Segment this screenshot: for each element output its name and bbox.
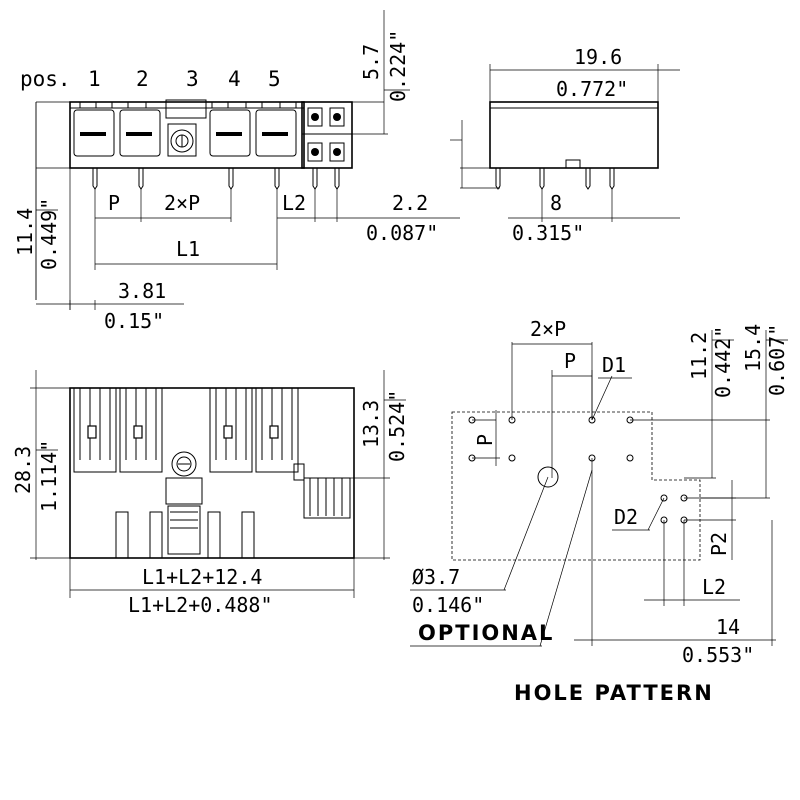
dim-l1-l2-12-4: L1+L2+12.4 [142,565,262,589]
bottom-view: 28.3 1.114" 13.3 0.524" L1+L2+12.4 L1+L2… [11,370,409,617]
front-housing [69,101,305,169]
dim-1-114: 1.114" [37,440,61,512]
pos-label: pos. [20,67,71,91]
hp-dim-p-vertical: P [473,434,497,446]
hp-phi-3-7: Ø3.7 [412,565,460,589]
hp-dim-p: P [564,349,576,373]
position-5: 5 [268,67,281,91]
dim-19-6: 19.6 [574,45,622,69]
front-pins [92,168,340,190]
dim-0-315: 0.315" [512,221,584,245]
hp-dim-11-2: 11.2 [687,332,711,380]
position-2: 2 [136,67,149,91]
hole-pattern-outline [451,411,701,561]
hole-pattern-title: HOLE PATTERN [514,681,714,705]
hp-dim-0-553: 0.553" [682,643,754,667]
dim-0-15: 0.15" [104,309,164,333]
hp-dim-15-4: 15.4 [741,324,765,372]
side-view: 19.6 0.772" 8 0.315" [450,45,680,245]
dim-0-524: 0.524" [385,390,409,462]
terminal-blocks [73,387,299,473]
dim-0-772: 0.772" [556,77,628,101]
center-screw-icon [171,451,197,477]
front-pockets [73,109,297,157]
dim-0-087: 0.087" [366,221,438,245]
hp-dim-0-146: 0.146" [412,593,484,617]
hp-dim-2xp: 2×P [530,317,566,341]
side-housing [489,101,659,169]
dim-13-3: 13.3 [359,400,383,448]
dim-2xp: 2×P [164,191,200,215]
dim-0-224: 0.224" [386,30,410,102]
position-3: 3 [186,67,199,91]
dim-3-81: 3.81 [118,279,166,303]
bottom-housing [69,387,355,559]
dim-l1: L1 [176,237,200,261]
hp-dim-0-607: 0.607" [765,324,789,396]
hp-optional: OPTIONAL [418,621,554,645]
position-1: 1 [88,67,101,91]
hp-d2: D2 [614,505,638,529]
hole-pattern: 2×P P D1 P 11.2 0.442" 15.4 0.607" D2 P2 [410,317,789,705]
dim-0-449: 0.449" [37,198,61,270]
dim-28-3: 28.3 [11,446,35,494]
hp-dim-0-442: 0.442" [711,326,735,398]
dim-l1-l2-0-488: L1+L2+0.488" [128,593,273,617]
front-view: pos. 1 2 3 4 5 [13,10,460,333]
dim-2-2: 2.2 [392,191,428,215]
hp-p2: P2 [707,532,731,556]
hp-l2: L2 [702,575,726,599]
hp-dim-14: 14 [716,615,740,639]
optional-hole-icon [537,466,559,488]
position-4: 4 [228,67,241,91]
dim-l2: L2 [282,191,306,215]
screw-hole-icon [170,129,194,153]
dim-8: 8 [550,191,562,215]
hp-d1: D1 [602,353,626,377]
holes [468,416,688,524]
dim-11-4: 11.4 [13,208,37,256]
dim-5-7: 5.7 [359,44,383,80]
dim-p: P [108,191,120,215]
